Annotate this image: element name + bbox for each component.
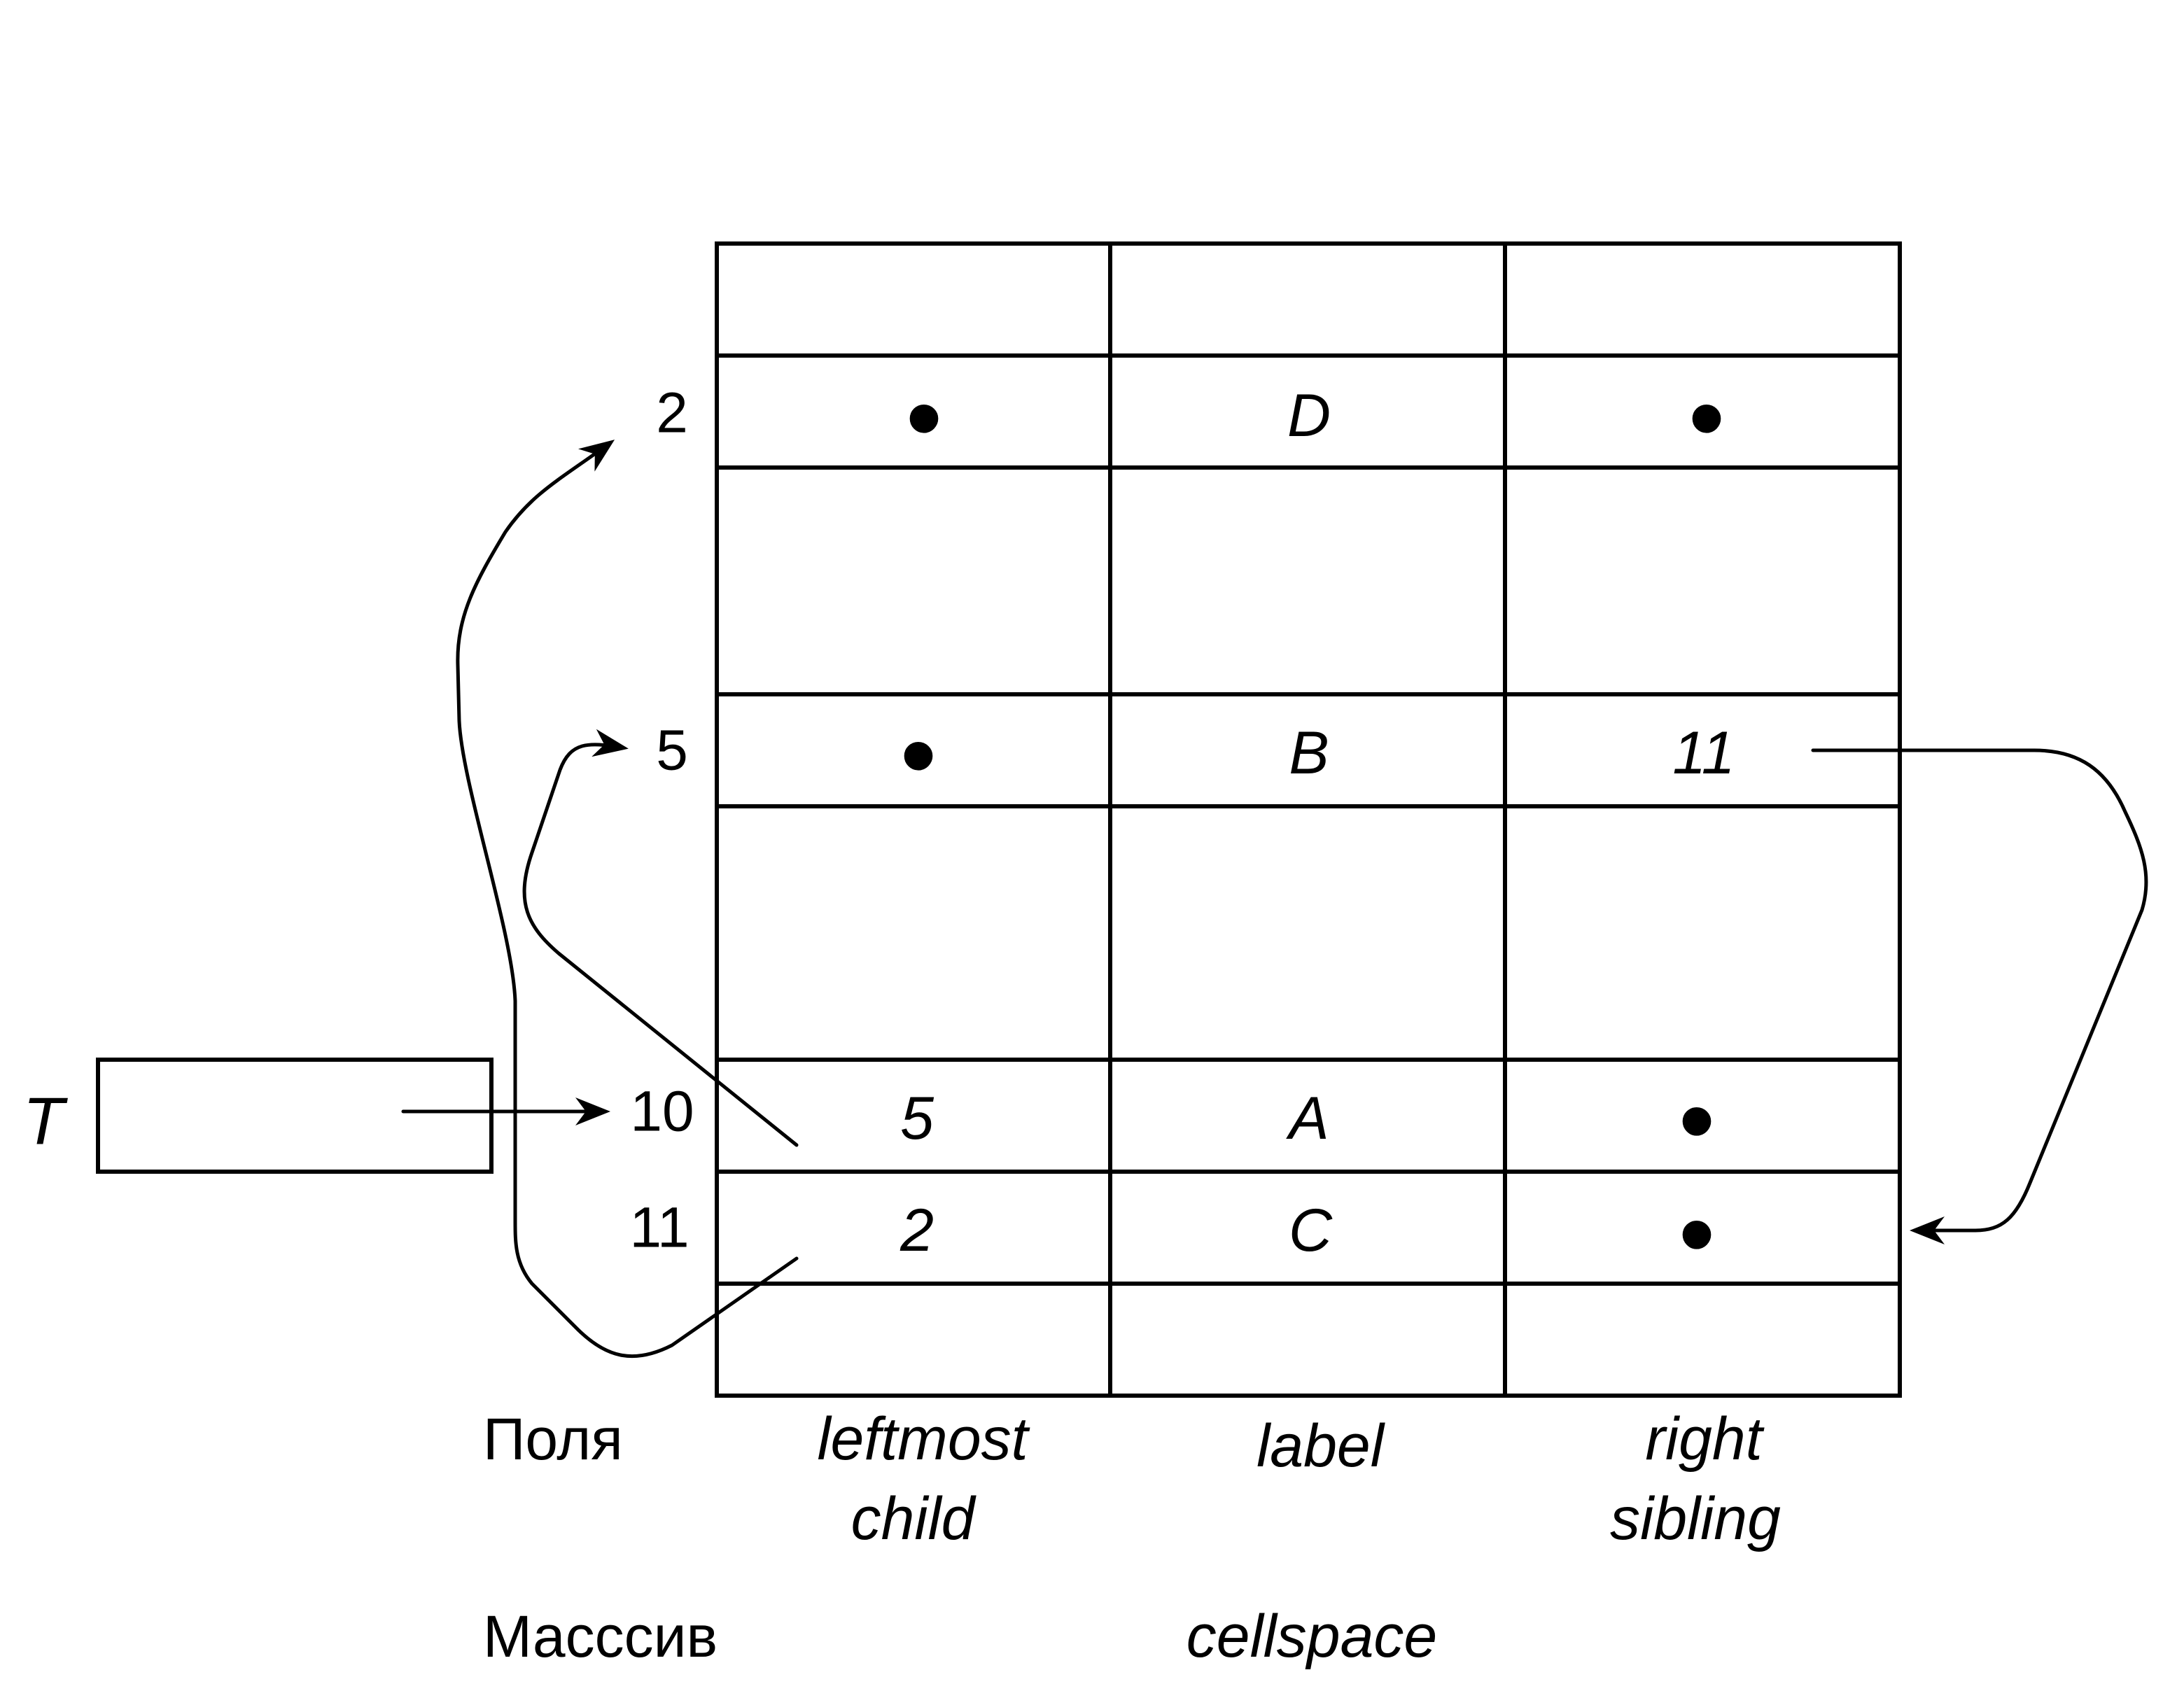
field-label: label xyxy=(1256,1412,1386,1480)
array-name: cellspace xyxy=(1186,1603,1438,1670)
arrow-row-11-to-row-2 xyxy=(456,440,799,1359)
row-11: 2 C • xyxy=(899,1174,1715,1292)
pointer-box xyxy=(96,1058,493,1174)
field-leftmost-child-line-1: leftmost xyxy=(817,1405,1030,1473)
row-index-10: 10 xyxy=(630,1080,694,1144)
label-cell: D xyxy=(1287,382,1331,449)
row-10: 5 A • xyxy=(900,1061,1715,1179)
arrow-row-5-to-row-11 xyxy=(1811,748,2148,1244)
cellspace-table xyxy=(715,241,1902,1398)
null-pointer-dot: • xyxy=(1688,358,1726,476)
array-caption-group: Масссив cellspace xyxy=(483,1603,1437,1670)
arrow-row-10-to-row-5 xyxy=(522,729,799,1147)
pointer-t: T xyxy=(23,1058,610,1174)
label-cell: B xyxy=(1289,720,1329,787)
field-right-sibling-line-1: right xyxy=(1645,1405,1764,1473)
row-index-5: 5 xyxy=(656,719,688,783)
row-index-11: 11 xyxy=(629,1196,689,1260)
null-pointer-dot: • xyxy=(1679,1174,1716,1292)
label-cell: A xyxy=(1285,1085,1329,1152)
row-indices: 2 5 10 11 xyxy=(629,381,694,1260)
right-sibling-cell: 11 xyxy=(1672,720,1735,787)
array-caption: Масссив xyxy=(483,1604,718,1669)
row-5: • B 11 xyxy=(900,696,1735,813)
fields-caption: Поля xyxy=(483,1406,623,1472)
row-index-2: 2 xyxy=(656,381,688,445)
table-border xyxy=(715,241,1902,1398)
field-captions: Поля leftmost child label right sibling xyxy=(483,1405,1781,1552)
leftmost-child-cell: 2 xyxy=(899,1197,934,1264)
row-2: • D • xyxy=(906,358,1726,476)
leftmost-child-cell: 5 xyxy=(900,1085,934,1152)
field-leftmost-child-line-2: child xyxy=(851,1485,977,1552)
null-pointer-dot: • xyxy=(1679,1061,1716,1179)
null-pointer-dot: • xyxy=(906,358,943,476)
field-right-sibling-line-2: sibling xyxy=(1610,1485,1781,1552)
pointer-name: T xyxy=(23,1084,69,1159)
links xyxy=(456,440,2148,1359)
null-pointer-dot: • xyxy=(900,696,937,813)
label-cell: C xyxy=(1289,1197,1333,1264)
